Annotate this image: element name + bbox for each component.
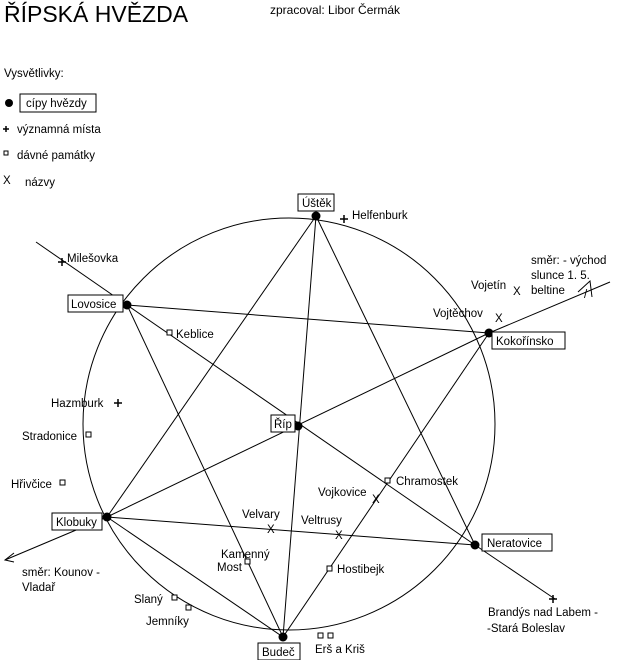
monument-slany: Slaný [134, 594, 163, 606]
direction-line-se [474, 544, 556, 600]
square-icon [384, 477, 391, 484]
star-point-dot [278, 632, 288, 642]
monument-kamenny: Kamenný [221, 549, 270, 561]
legend-heading: Vysvětlivky: [4, 68, 64, 80]
square-icon [185, 604, 192, 611]
star-point-dot [470, 540, 480, 550]
monument-jemniky: Jemníky [146, 616, 189, 628]
monument-chramostek: Chramostek [396, 476, 458, 488]
monument-ers-kris: Erš a Kriš [315, 644, 365, 656]
label-box-neratovice [481, 533, 553, 552]
square-icon [85, 431, 92, 438]
label-box-klobuky [51, 512, 103, 531]
square-icon [244, 558, 251, 565]
monuments: Keblice Stradonice Hřivčice Chramostek H… [11, 329, 458, 656]
square-icon [327, 632, 334, 639]
star-edge [106, 215, 317, 518]
monument-hostibejk: Hostibejk [337, 564, 385, 576]
star-point-dot [122, 300, 132, 310]
arrow-sw-icon [3, 552, 15, 563]
direction-ne-suffix: / [584, 289, 588, 301]
direction-ne-line3: beltine [531, 285, 565, 297]
star-point-labels: Úštěk Kokořínsko Neratovice Budeč Klobuk… [51, 193, 566, 660]
direction-line-ne [488, 281, 611, 334]
star-edge [315, 215, 476, 546]
label-box-rip [270, 414, 296, 433]
star-edge [282, 332, 490, 638]
legend-points-label: cípy hvězdy [26, 98, 87, 110]
legend-places-label: významná místa [17, 124, 101, 136]
author: zpracoval: Libor Čermák [270, 2, 401, 17]
square-icon [166, 329, 173, 336]
x-icon: X [335, 530, 343, 542]
label-kokorinsko: Kokořínsko [496, 336, 554, 348]
name-vojkovice: Vojkovice [318, 487, 367, 499]
square-icon [326, 565, 333, 572]
cross-icon [549, 595, 557, 603]
star-point-icon [5, 99, 13, 107]
label-neratovice: Neratovice [487, 538, 542, 550]
direction-sw-line2: Vladař [22, 582, 56, 594]
name-velvary: Velvary [242, 509, 280, 521]
square-icon [59, 479, 66, 486]
place-milesovka: Milešovka [67, 253, 119, 265]
x-icon: X [267, 524, 275, 536]
cross-icon [340, 215, 348, 223]
x-icon: X [495, 313, 503, 325]
monument-most: Most [217, 562, 243, 574]
x-icon: X [513, 286, 521, 298]
star-point-dot [311, 211, 321, 221]
arrow-ne-icon [577, 279, 593, 298]
direction-sw-line1: směr: Kounov - [22, 567, 100, 579]
star-edge [126, 304, 284, 638]
direction-notes: směr: - východ slunce 1. 5. beltine / sm… [22, 255, 606, 594]
legend-names-label: názvy [25, 177, 55, 189]
label-box-lovosice [67, 294, 124, 313]
name-vojtechov: Vojtěchov [433, 308, 483, 320]
place-stara-boleslav: -Stará Boleslav [487, 623, 565, 635]
name-vojetin: Vojetín [471, 280, 506, 292]
label-lovosice: Lovosice [71, 299, 116, 311]
monument-hrivcice: Hřivčice [11, 479, 52, 491]
label-rip: Říp [274, 418, 292, 431]
direction-ne-line1: směr: - východ [531, 255, 606, 267]
x-icon: X [372, 494, 380, 506]
label-box-kokorinsko [491, 331, 566, 350]
monument-stradonice: Stradonice [22, 431, 77, 443]
title: ŘÍPSKÁ HVĚZDA [4, 1, 189, 27]
legend-points-box [19, 93, 97, 113]
place-hazmburk: Hazmburk [51, 398, 104, 410]
x-icon: X [3, 175, 11, 187]
label-klobuky: Klobuky [56, 517, 97, 529]
star-point-dot [102, 512, 112, 522]
significant-places: Helfenburk Milešovka Hazmburk Brandýs na… [51, 210, 598, 635]
star-point-dots [102, 211, 494, 642]
square-icon [171, 594, 178, 601]
label-box-budec [257, 642, 301, 660]
circle-outline [82, 217, 496, 631]
place-brandys: Brandýs nad Labem - [488, 607, 598, 619]
star-point-dot [293, 421, 303, 431]
label-box-ustek [297, 193, 335, 212]
square-icon [317, 632, 324, 639]
name-veltrusy: Veltrusy [301, 515, 342, 527]
square-icon [3, 150, 9, 156]
place-helfenburk: Helfenburk [352, 210, 408, 222]
legend: Vysvětlivky: cípy hvězdy významná místa … [3, 68, 101, 189]
names: X Vojetín X Vojtěchov X Vojkovice X Velv… [242, 280, 521, 542]
star-edge [106, 516, 284, 638]
label-budec: Budeč [262, 647, 295, 659]
direction-ne-line2: slunce 1. 5. [531, 270, 590, 282]
star-point-dot [484, 328, 494, 338]
label-ustek: Úštěk [302, 197, 332, 210]
legend-monuments-label: dávné památky [17, 150, 95, 162]
cross-icon [3, 126, 9, 132]
cross-icon [114, 399, 122, 407]
cross-icon [58, 258, 66, 266]
monument-keblice: Keblice [176, 329, 214, 341]
